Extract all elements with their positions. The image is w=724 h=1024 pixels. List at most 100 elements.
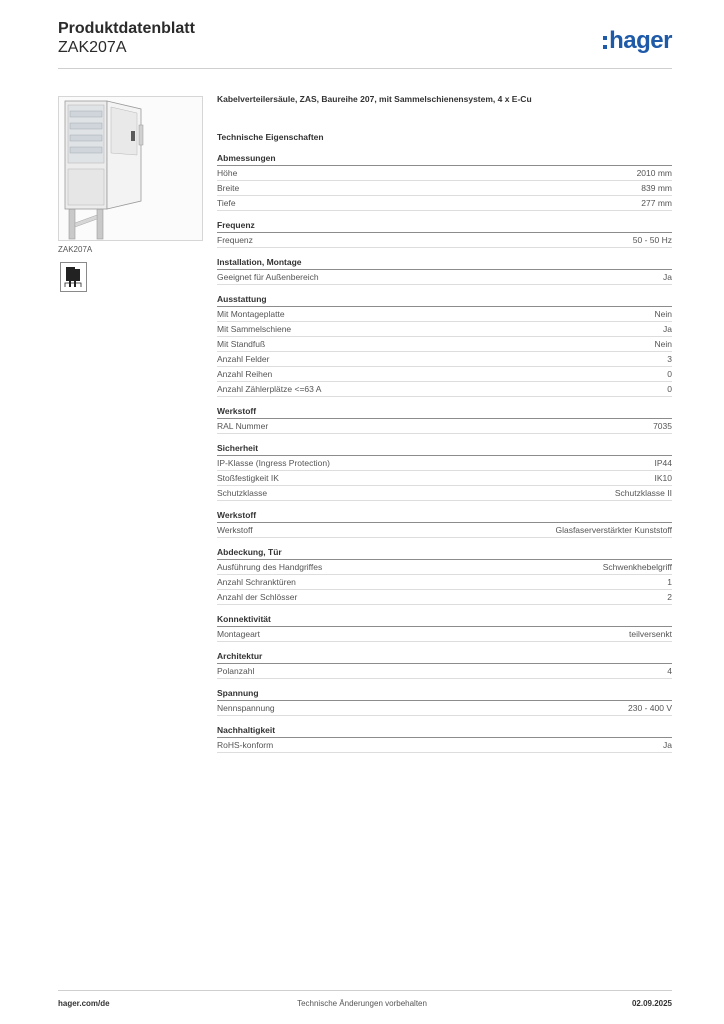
spec-row: Ausführung des Handgriffes Schwenkhebelgr… — [217, 560, 672, 575]
spec-label: RAL Nummer — [217, 421, 269, 431]
tech-heading: Technische Eigenschaften — [217, 132, 324, 142]
page-header: Produktdatenblatt ZAK207A hager — [58, 20, 672, 70]
spec-label: Polanzahl — [217, 666, 255, 676]
spec-row: Montageart teilversenkt — [217, 627, 672, 642]
spec-row: Anzahl Zählerplätze <=63 A 0 — [217, 382, 672, 397]
spec-value: 230 - 400 V — [628, 703, 672, 713]
spec-row: Tiefe 277 mm — [217, 196, 672, 211]
spec-value: 277 mm — [641, 198, 672, 208]
spec-value: 7035 — [653, 421, 672, 431]
spec-label: Geeignet für Außenbereich — [217, 272, 319, 282]
section-title: Architektur — [217, 650, 672, 664]
spec-value: Nein — [654, 309, 672, 319]
spec-row: Mit Montageplatte Nein — [217, 307, 672, 322]
spec-label: Stoßfestigkeit IK — [217, 473, 279, 483]
device-symbol-icon — [60, 262, 87, 292]
section-title: Installation, Montage — [217, 256, 672, 270]
spec-label: Anzahl Zählerplätze <=63 A — [217, 384, 322, 394]
hager-logo: hager — [603, 28, 672, 54]
spec-row: Nennspannung 230 - 400 V — [217, 701, 672, 716]
footer-website[interactable]: hager.com/de — [58, 999, 110, 1008]
spec-row: Anzahl Reihen 0 — [217, 367, 672, 382]
spec-label: Mit Standfuß — [217, 339, 266, 349]
spec-value: Schutzklasse II — [614, 488, 672, 498]
spec-value: Glasfaserverstärkter Kunststoff — [555, 525, 672, 535]
section-title: Nachhaltigkeit — [217, 724, 672, 738]
spec-label: RoHS-konform — [217, 740, 274, 750]
section-title: Abdeckung, Tür — [217, 546, 672, 560]
spec-row: Mit Standfuß Nein — [217, 337, 672, 352]
footer-date: 02.09.2025 — [631, 999, 672, 1008]
document-title: Produktdatenblatt — [58, 20, 195, 37]
product-image — [58, 96, 203, 241]
spec-label: Tiefe — [217, 198, 236, 208]
logo-text: hager — [609, 27, 672, 54]
spec-label: IP-Klasse (Ingress Protection) — [217, 458, 330, 468]
section-title: Werkstoff — [217, 509, 672, 523]
spec-label: Frequenz — [217, 235, 253, 245]
spec-label: Nennspannung — [217, 703, 275, 713]
spec-value: Schwenkhebelgriff — [602, 562, 672, 572]
section-title: Frequenz — [217, 219, 672, 233]
spec-value: 0 — [667, 369, 672, 379]
spec-value: 2 — [667, 592, 672, 602]
spec-value: 50 - 50 Hz — [632, 235, 672, 245]
spec-value: Ja — [663, 740, 672, 750]
section-title: Werkstoff — [217, 405, 672, 419]
product-description: Kabelverteilersäule, ZAS, Baureihe 207, … — [217, 94, 532, 104]
spec-row: Schutzklasse Schutzklasse II — [217, 486, 672, 501]
spec-label: Montageart — [217, 629, 260, 639]
product-code: ZAK207A — [58, 39, 127, 56]
spec-row: Anzahl Felder 3 — [217, 352, 672, 367]
spec-label: Mit Montageplatte — [217, 309, 285, 319]
spec-row: RoHS-konform Ja — [217, 738, 672, 753]
spec-row: Anzahl der Schlösser 2 — [217, 590, 672, 605]
section-title: Konnektivität — [217, 613, 672, 627]
cabinet-icon — [64, 100, 144, 240]
spec-value: 0 — [667, 384, 672, 394]
footer-divider — [58, 990, 672, 991]
spec-value: Ja — [663, 324, 672, 334]
spec-value: 4 — [667, 666, 672, 676]
image-caption: ZAK207A — [58, 245, 93, 254]
spec-value: teilversenkt — [629, 629, 672, 639]
spec-row: Geeignet für Außenbereich Ja — [217, 270, 672, 285]
section-title: Ausstattung — [217, 293, 672, 307]
spec-row: Höhe 2010 mm — [217, 166, 672, 181]
spec-value: 839 mm — [641, 183, 672, 193]
section-title: Abmessungen — [217, 152, 672, 166]
spec-value: Ja — [663, 272, 672, 282]
logo-colon-icon — [603, 36, 608, 49]
spec-value: 2010 mm — [636, 168, 672, 178]
spec-value: IP44 — [654, 458, 673, 468]
spec-label: Anzahl der Schlösser — [217, 592, 298, 602]
spec-value: Nein — [654, 339, 672, 349]
spec-label: Anzahl Felder — [217, 354, 270, 364]
spec-value: 3 — [667, 354, 672, 364]
spec-row: Polanzahl 4 — [217, 664, 672, 679]
spec-row: IP-Klasse (Ingress Protection) IP44 — [217, 456, 672, 471]
spec-label: Schutzklasse — [217, 488, 268, 498]
spec-label: Höhe — [217, 168, 238, 178]
spec-label: Ausführung des Handgriffes — [217, 562, 323, 572]
spec-label: Mit Sammelschiene — [217, 324, 292, 334]
spec-label: Anzahl Schranktüren — [217, 577, 296, 587]
spec-label: Anzahl Reihen — [217, 369, 273, 379]
spec-value: 1 — [667, 577, 672, 587]
spec-row: Frequenz 50 - 50 Hz — [217, 233, 672, 248]
spec-row: Anzahl Schranktüren 1 — [217, 575, 672, 590]
section-title: Spannung — [217, 687, 672, 701]
